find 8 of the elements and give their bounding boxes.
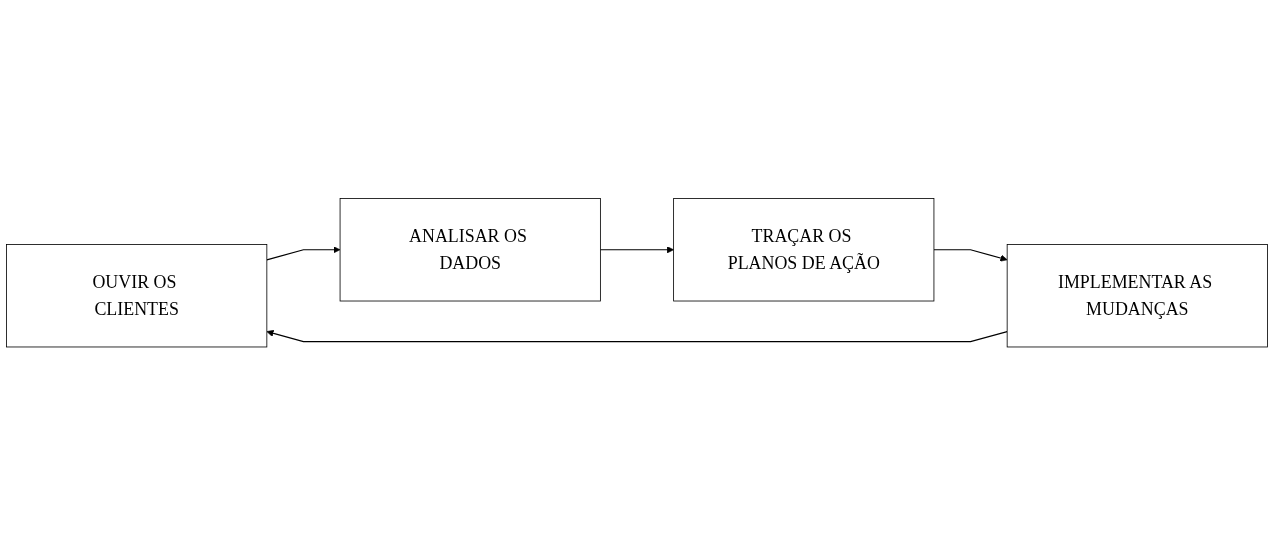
arrow — [266, 329, 1008, 343]
node-box: ANALISAR OS DADOS — [339, 197, 601, 302]
arrow — [266, 245, 341, 261]
arrow — [933, 248, 1008, 262]
node-box: OUVIR OS CLIENTES — [6, 243, 268, 348]
arrow — [599, 245, 674, 254]
node-box: TRAÇAR OS PLANOS DE AÇÃO — [673, 197, 935, 302]
node-box: IMPLEMENTAR AS MUDANÇAS — [1006, 243, 1268, 348]
